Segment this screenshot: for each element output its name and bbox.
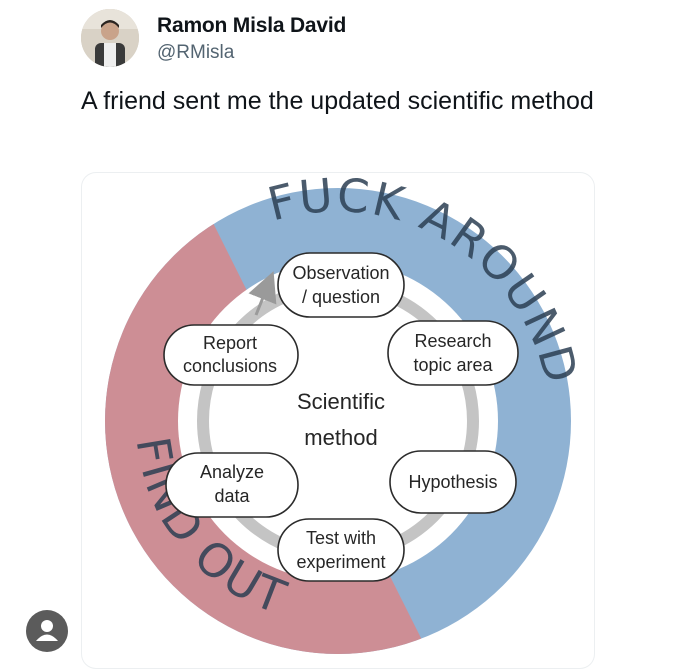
author-name[interactable]: Ramon Misla David [157, 14, 347, 37]
svg-text:Hypothesis: Hypothesis [408, 472, 497, 492]
center-title-line1: Scientific [297, 389, 385, 414]
author-avatar[interactable] [81, 9, 139, 67]
tweet-text: A friend sent me the updated scientific … [81, 87, 594, 115]
avatar-image [81, 9, 139, 67]
svg-text:Observation: Observation [292, 263, 389, 283]
node-research: Research topic area [387, 320, 519, 386]
person-icon [36, 620, 58, 641]
node-analyze: Analyze data [165, 452, 299, 518]
node-test: Test with experiment [277, 518, 405, 582]
svg-text:Analyze: Analyze [200, 462, 264, 482]
svg-text:Research: Research [414, 331, 491, 351]
svg-text:experiment: experiment [296, 552, 385, 572]
node-observation: Observation / question [277, 252, 405, 318]
svg-text:/ question: / question [302, 287, 380, 307]
author-handle[interactable]: @RMisla [157, 42, 235, 63]
tweet-media-image[interactable]: FUCK AROUND FIND OUT Scientific method O… [82, 173, 594, 668]
cycle-arrow-icon [248, 271, 277, 316]
svg-text:topic area: topic area [413, 355, 493, 375]
svg-text:conclusions: conclusions [183, 356, 277, 376]
node-hypothesis: Hypothesis [389, 450, 517, 514]
svg-text:Test with: Test with [306, 528, 376, 548]
node-report: Report conclusions [163, 324, 299, 386]
scientific-method-diagram: FUCK AROUND FIND OUT Scientific method O… [105, 173, 587, 654]
svg-text:data: data [214, 486, 250, 506]
svg-text:Report: Report [203, 333, 257, 353]
center-title-line2: method [304, 425, 377, 450]
user-profile-button[interactable] [26, 610, 68, 652]
